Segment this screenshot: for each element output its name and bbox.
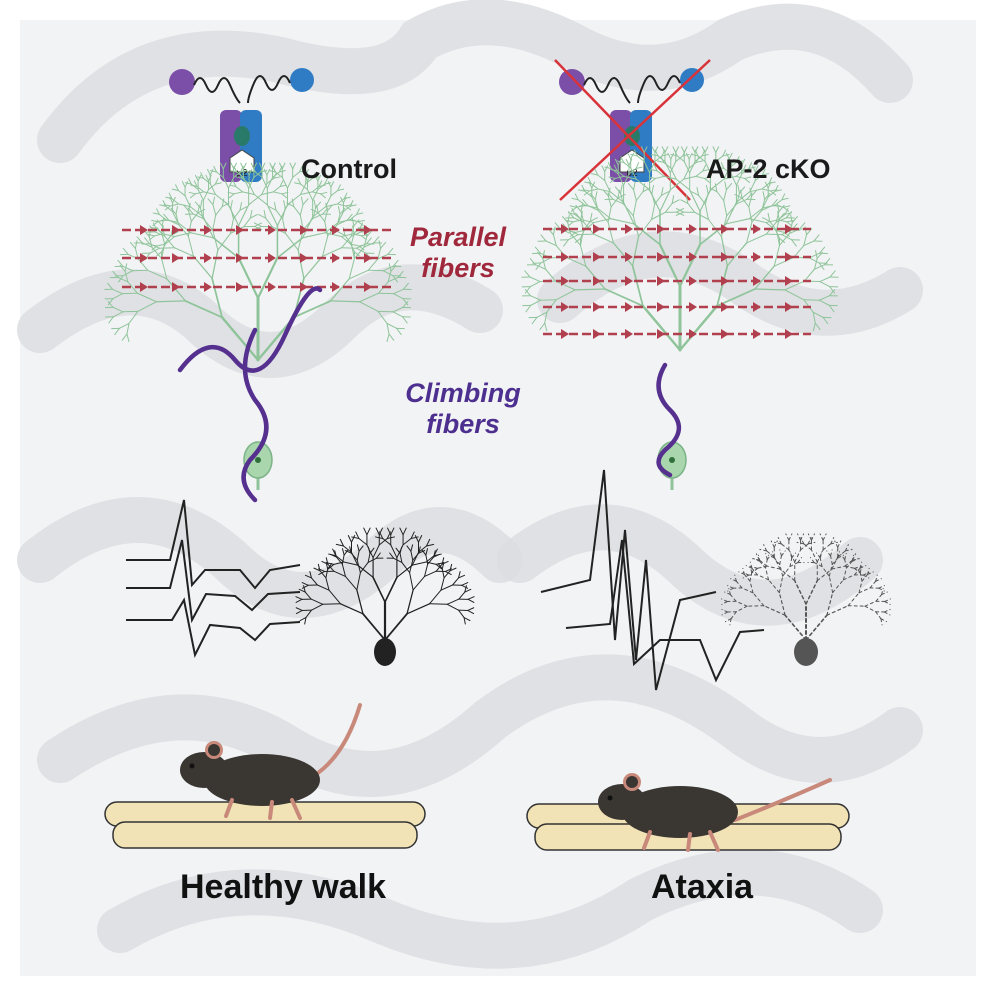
control-label: Control (301, 154, 397, 185)
parallel-fibers-line2: fibers (396, 253, 520, 284)
climbing-fibers-line1: Climbing (396, 378, 530, 409)
ap2-cko-label: AP-2 cKO (706, 154, 831, 185)
parallel-fibers-line1: Parallel (396, 222, 520, 253)
climbing-fibers-label: Climbing fibers (396, 378, 530, 440)
healthy-walk-label: Healthy walk (180, 868, 386, 907)
climbing-fibers-line2: fibers (396, 409, 530, 440)
parallel-fibers-label: Parallel fibers (396, 222, 520, 284)
control-balance-beam (105, 802, 425, 848)
ataxia-label: Ataxia (651, 868, 753, 907)
